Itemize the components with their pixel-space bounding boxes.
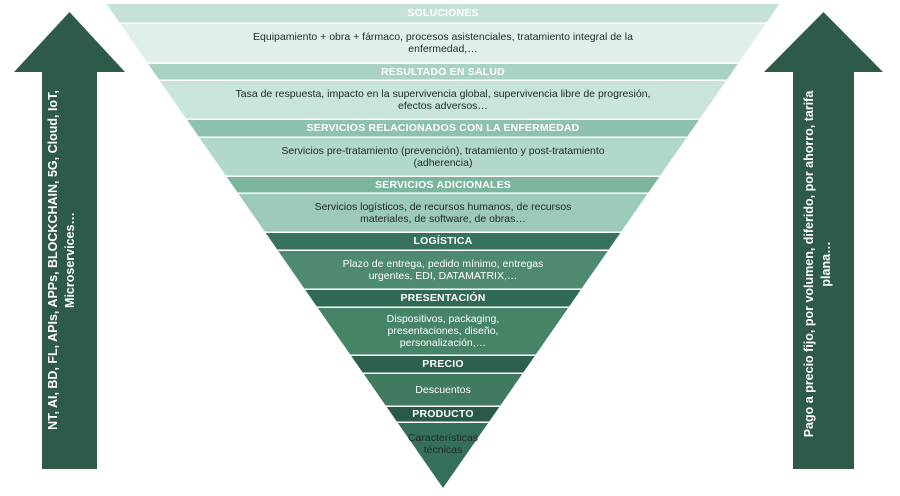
level-description-band-producto	[397, 423, 489, 488]
left-arrow-label: NT, AI, BD, FL, APIs, APPs, BLOCKCHAIN, …	[46, 90, 77, 430]
level-header-band-producto	[386, 407, 500, 422]
level-header-band-servicios-enfermedad	[187, 120, 699, 137]
level-header-band-soluciones	[106, 4, 780, 23]
level-description-band-precio	[363, 374, 523, 406]
level-description-band-soluciones	[120, 24, 766, 63]
level-header-band-precio	[351, 356, 535, 373]
level-header-band-logistica	[265, 233, 621, 250]
level-description-band-resultado	[160, 81, 726, 119]
level-header-band-resultado	[148, 64, 738, 80]
level-header-band-presentacion	[305, 290, 581, 307]
level-description-band-servicios-adicionales	[238, 194, 648, 232]
level-description-band-presentacion	[317, 308, 569, 355]
level-header-band-servicios-adicionales	[226, 177, 660, 193]
level-description-band-logistica	[278, 251, 608, 289]
right-arrow-label: Pago a precio fijo, por volumen, diferid…	[802, 90, 833, 438]
level-description-band-servicios-enfermedad	[199, 138, 687, 176]
